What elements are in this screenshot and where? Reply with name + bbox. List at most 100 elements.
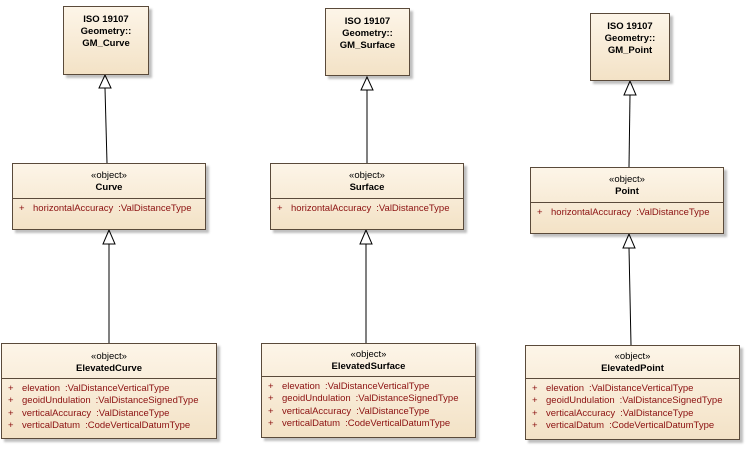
attribute-row[interactable]: + elevation :ValDistanceVerticalType	[268, 381, 475, 393]
curve-class[interactable]: «object» Curve + horizontalAccuracy :ValDi…	[12, 163, 206, 230]
generalization-line-curve-to-gm-curve	[104, 87, 108, 164]
attribute-type: :ValDistanceType	[376, 203, 450, 214]
stereotype-label: «object»	[614, 351, 651, 362]
visibility-marker: +	[537, 207, 543, 218]
attribute-row[interactable]: +elevation:ValDistanceVerticalType	[532, 383, 739, 395]
generalization-arrowhead	[360, 75, 374, 91]
visibility-marker: +	[8, 383, 14, 394]
attribute-name: verticalDatum	[22, 419, 81, 431]
stereotype-label: «object»	[91, 351, 127, 362]
attribute-name: verticalAccuracy	[282, 405, 352, 417]
attribute-name: geoidUndulation	[22, 395, 91, 407]
attribute-name: verticalDatum	[546, 419, 605, 431]
visibility-marker: +	[8, 395, 14, 407]
iso-class-name: GM_Point	[607, 45, 653, 56]
attribute-type: :CodeVerticalDatumType	[609, 419, 715, 431]
visibility-marker: +	[268, 381, 274, 392]
attribute-list: + elevation :ValDistanceVerticalType + geoi…	[526, 379, 739, 432]
iso-gm-point-class[interactable]: ISO 19107 Geometry:: GM_Point	[590, 13, 670, 81]
visibility-marker: +	[8, 407, 14, 419]
generalization-arrowhead	[102, 228, 116, 245]
visibility-marker: +	[268, 393, 274, 405]
attribute-row[interactable]: + verticalDatum :CodeVerticalDatumType	[8, 420, 216, 432]
attribute-type: :ValDistanceSignedType	[619, 395, 723, 407]
stereotype-label: «object»	[91, 170, 127, 181]
stereotype-label: «object»	[350, 349, 387, 360]
attribute-name: verticalAccuracy	[546, 407, 616, 419]
stereotype-label: «object»	[349, 170, 385, 181]
class-name: ElevatedPoint	[601, 363, 664, 374]
attribute-name: verticalDatum	[282, 417, 341, 429]
iso-standard-label: ISO 19107	[83, 14, 129, 25]
attribute-name: elevation	[546, 383, 585, 394]
attribute-row[interactable]: + verticalAccuracy :ValDistanceType	[268, 406, 475, 418]
visibility-marker: +	[19, 203, 25, 214]
surface-class[interactable]: «object» Surface +horizontalAccuracy:Val…	[270, 163, 464, 230]
attribute-type: :CodeVerticalDatumType	[85, 419, 191, 431]
attribute-type: :ValDistanceVerticalType	[325, 381, 430, 392]
attribute-name: elevation	[282, 381, 321, 392]
point-class[interactable]: «object» Point + horizontalAccuracy :ValDi…	[530, 167, 724, 234]
class-name: Curve	[95, 182, 123, 193]
visibility-marker: +	[532, 395, 538, 407]
attribute-row[interactable]: +horizontalAccuracy:ValDistanceType	[277, 203, 463, 215]
visibility-marker: +	[268, 405, 274, 417]
attribute-row[interactable]: + elevation :ValDistanceVerticalType	[8, 383, 216, 395]
attribute-name: verticalAccuracy	[22, 407, 92, 419]
iso-class-name: GM_Surface	[339, 40, 396, 51]
visibility-marker: +	[532, 419, 538, 431]
attribute-name: horizontalAccuracy	[291, 203, 372, 214]
attribute-row[interactable]: + verticalDatum :CodeVerticalDatumType	[532, 420, 739, 432]
iso-standard-label: ISO 19107	[607, 21, 653, 32]
attribute-type: :ValDistanceType	[118, 203, 192, 214]
attribute-list: + elevation :ValDistanceVerticalType + geoi…	[2, 379, 216, 432]
attribute-list: + horizontalAccuracy :ValDistanceType	[531, 203, 723, 219]
iso-package-label: Geometry::	[604, 33, 656, 44]
generalization-arrowhead	[622, 232, 636, 249]
attribute-row[interactable]: + horizontalAccuracy :ValDistanceType	[537, 207, 723, 219]
generalization-arrowhead	[359, 228, 373, 245]
class-name: Point	[615, 186, 639, 197]
class-name: ElevatedSurface	[331, 361, 406, 372]
iso-package-label: Geometry::	[80, 26, 132, 37]
attribute-type: :ValDistanceSignedType	[95, 395, 199, 407]
attribute-type: :ValDistanceType	[356, 405, 430, 417]
attribute-type: :ValDistanceType	[620, 407, 694, 419]
attribute-row[interactable]: + geoidUndulation :ValDistanceSignedType	[8, 395, 216, 407]
iso-standard-label: ISO 19107	[344, 16, 391, 27]
elevated-surface-class[interactable]: «object» ElevatedSurface + elevation :ValD…	[261, 343, 476, 438]
attribute-name: geoidUndulation	[282, 393, 351, 405]
elevated-point-class[interactable]: «object» ElevatedPoint + elevation :ValDis…	[525, 345, 740, 440]
attribute-type: :ValDistanceType	[636, 207, 710, 218]
attribute-type: :ValDistanceType	[96, 407, 170, 419]
attribute-row[interactable]: + horizontalAccuracy :ValDistanceType	[19, 203, 205, 215]
class-name: ElevatedCurve	[75, 363, 142, 374]
visibility-marker: +	[532, 407, 538, 419]
visibility-marker: +	[268, 417, 274, 429]
attribute-row[interactable]: + verticalAccuracy :ValDistanceType	[8, 408, 216, 420]
iso-gm-curve-class[interactable]: ISO 19107 Geometry:: GM_Curve	[63, 6, 149, 75]
attribute-row[interactable]: + geoidUndulation :ValDistanceSignedType	[268, 393, 475, 405]
iso-gm-surface-class[interactable]: ISO 19107 Geometry:: GM_Surface	[325, 8, 410, 76]
class-name: Surface	[349, 182, 385, 193]
iso-class-name: GM_Curve	[82, 38, 130, 49]
attribute-type: :ValDistanceVerticalType	[65, 383, 170, 394]
attribute-list: + elevation :ValDistanceVerticalType + geoi…	[262, 377, 475, 430]
stereotype-label: «object»	[609, 174, 645, 185]
iso-package-label: Geometry::	[342, 28, 393, 39]
attribute-name: elevation	[22, 383, 61, 394]
attribute-name: horizontalAccuracy	[33, 203, 114, 214]
attribute-type: :ValDistanceSignedType	[355, 393, 459, 405]
visibility-marker: +	[8, 419, 14, 431]
attribute-row[interactable]: + verticalDatum :CodeVerticalDatumType	[268, 418, 475, 430]
attribute-type: :ValDistanceVerticalType	[589, 383, 694, 394]
generalization-line-point-to-gm-point	[628, 94, 631, 168]
attribute-name: geoidUndulation	[546, 395, 615, 407]
attribute-list: + horizontalAccuracy :ValDistanceType	[13, 199, 205, 215]
attribute-name: horizontalAccuracy	[551, 207, 632, 218]
attribute-row[interactable]: + geoidUndulation :ValDistanceSignedType	[532, 395, 739, 407]
elevated-curve-class[interactable]: «object» ElevatedCurve + elevation :ValDis…	[1, 343, 217, 439]
attribute-type: :CodeVerticalDatumType	[345, 417, 451, 429]
attribute-row[interactable]: + verticalAccuracy :ValDistanceType	[532, 408, 739, 420]
attribute-list: +horizontalAccuracy:ValDistanceType	[271, 199, 463, 215]
